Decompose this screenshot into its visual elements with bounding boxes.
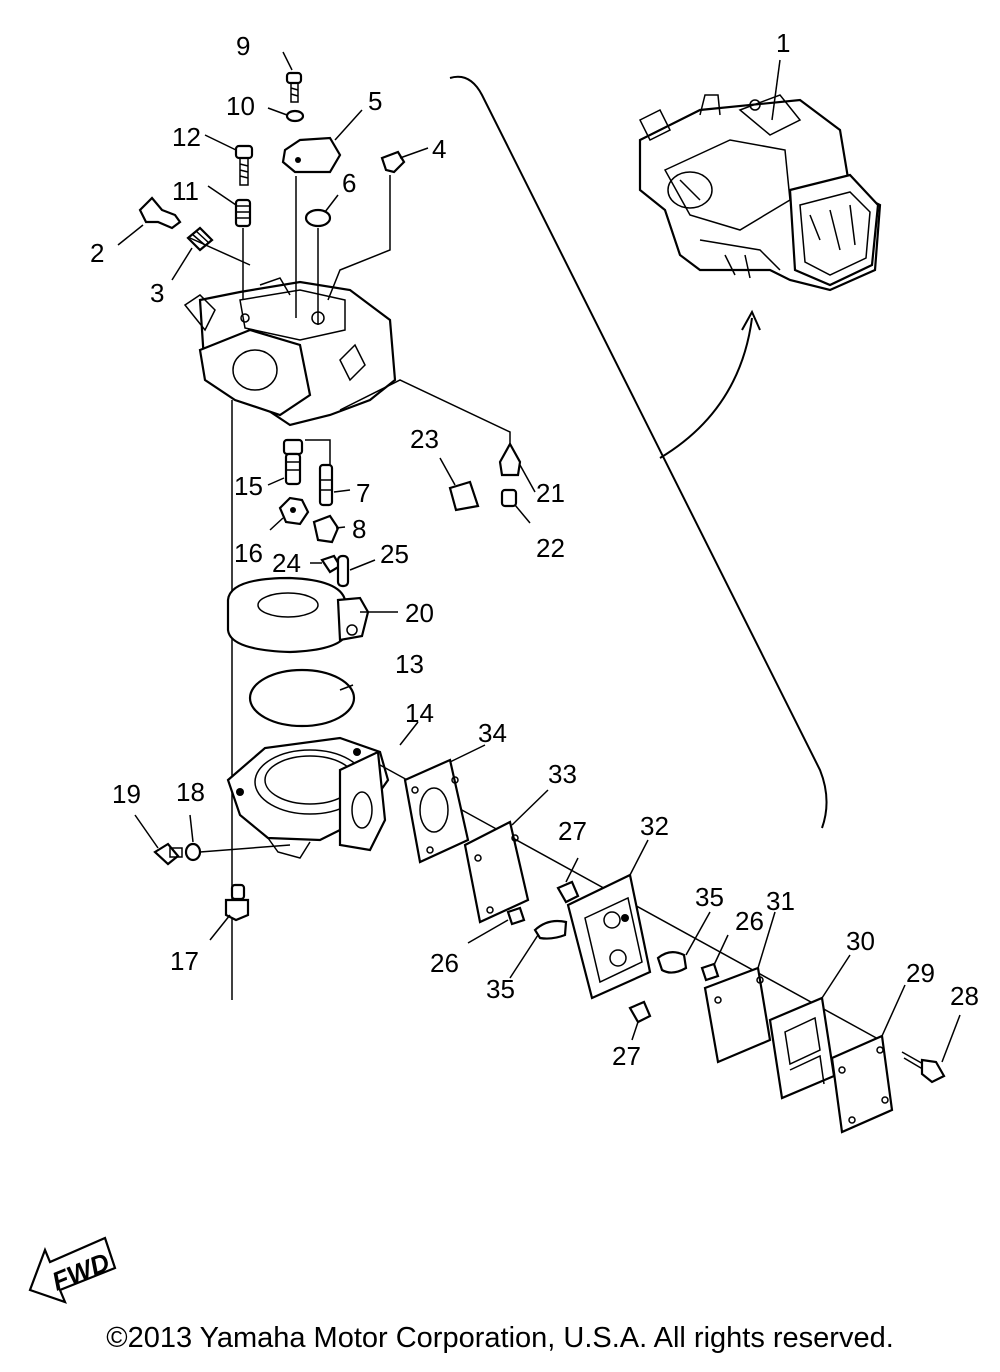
callout-5: 5: [368, 86, 382, 116]
callout-11: 11: [172, 176, 199, 206]
gasket-34: [403, 758, 470, 864]
screw-26-left: [506, 906, 526, 926]
drain-screw-19: [153, 842, 183, 866]
callout-19: 19: [112, 779, 141, 809]
callout-1: 1: [776, 28, 790, 58]
screw-26-right: [700, 962, 720, 982]
carburetor-body: [183, 277, 397, 427]
assembled-carburetor-illustration: [638, 94, 882, 292]
diaphragm-31: [703, 966, 772, 1064]
plug-6: [304, 208, 332, 228]
copyright-notice: ©2013 Yamaha Motor Corporation, U.S.A. A…: [106, 1322, 894, 1354]
callout-34: 34: [478, 718, 507, 748]
callout-9: 9: [236, 31, 250, 61]
callout-8: 8: [352, 514, 366, 544]
valve-35-right: [656, 951, 688, 974]
callout-7: 7: [356, 478, 370, 508]
callout-16: 16: [234, 538, 263, 568]
callout-26-left: 26: [430, 948, 459, 978]
nut-27-top: [556, 880, 580, 904]
callout-4: 4: [432, 134, 446, 164]
screw-9: [285, 71, 303, 103]
valve-seat-22: [500, 488, 518, 508]
callout-35-left: 35: [486, 974, 515, 1004]
callout-10: 10: [226, 91, 255, 121]
needle-valve-21: [498, 441, 522, 477]
plug-8: [312, 514, 340, 544]
callout-22: 22: [536, 533, 565, 563]
callout-15: 15: [234, 471, 263, 501]
fwd-arrow: FWD: [28, 1236, 117, 1304]
pilot-jet-7: [318, 463, 334, 507]
float-20: [226, 576, 370, 654]
screw-28: [901, 1051, 946, 1084]
callout-labels: 1 2 3 4 5 6 7 8 9 10 11 12 13 14 15 16 1…: [90, 28, 979, 1071]
callout-30: 30: [846, 926, 875, 956]
plug-4: [380, 150, 406, 174]
group-divider-line: [449, 75, 828, 829]
callout-13: 13: [395, 649, 424, 679]
callout-29: 29: [906, 958, 935, 988]
callout-18: 18: [176, 777, 205, 807]
callout-27-top: 27: [558, 816, 587, 846]
pin-25: [336, 554, 350, 588]
washer-18: [184, 842, 202, 862]
callout-35-right: 35: [695, 882, 724, 912]
callout-25: 25: [380, 539, 409, 569]
pump-body-32: [566, 873, 652, 1000]
screw-12: [234, 144, 254, 186]
clip-23: [448, 480, 480, 512]
main-jet-16: [278, 496, 310, 526]
callout-27-bottom: 27: [612, 1041, 641, 1071]
callout-12: 12: [172, 122, 201, 152]
callout-32: 32: [640, 811, 669, 841]
callout-31: 31: [766, 886, 795, 916]
callout-33: 33: [548, 759, 577, 789]
washer-10: [285, 109, 305, 123]
callout-20: 20: [405, 598, 434, 628]
cover-5: [281, 136, 342, 174]
plug-17: [224, 883, 250, 922]
callout-3: 3: [150, 278, 164, 308]
callout-21: 21: [536, 478, 565, 508]
diaphragm-33: [463, 820, 530, 924]
callout-23: 23: [410, 424, 439, 454]
cover-29: [830, 1034, 894, 1134]
callout-leaders: [117, 51, 961, 1063]
callout-14: 14: [405, 698, 434, 728]
valve-35-left: [533, 919, 568, 940]
gasket-30: [768, 996, 836, 1100]
screw-2: [138, 196, 182, 230]
spring-11: [234, 198, 252, 228]
assembly-arrow: [659, 317, 753, 459]
callout-6: 6: [342, 168, 356, 198]
nut-27-bottom: [628, 1000, 652, 1024]
gasket-13: [248, 668, 356, 728]
main-nozzle-15: [282, 438, 304, 486]
callout-28: 28: [950, 981, 979, 1011]
callout-2: 2: [90, 238, 104, 268]
float-bowl-14: [226, 736, 390, 859]
callout-24: 24: [272, 548, 301, 578]
callout-26-right: 26: [735, 906, 764, 936]
callout-17: 17: [170, 946, 199, 976]
